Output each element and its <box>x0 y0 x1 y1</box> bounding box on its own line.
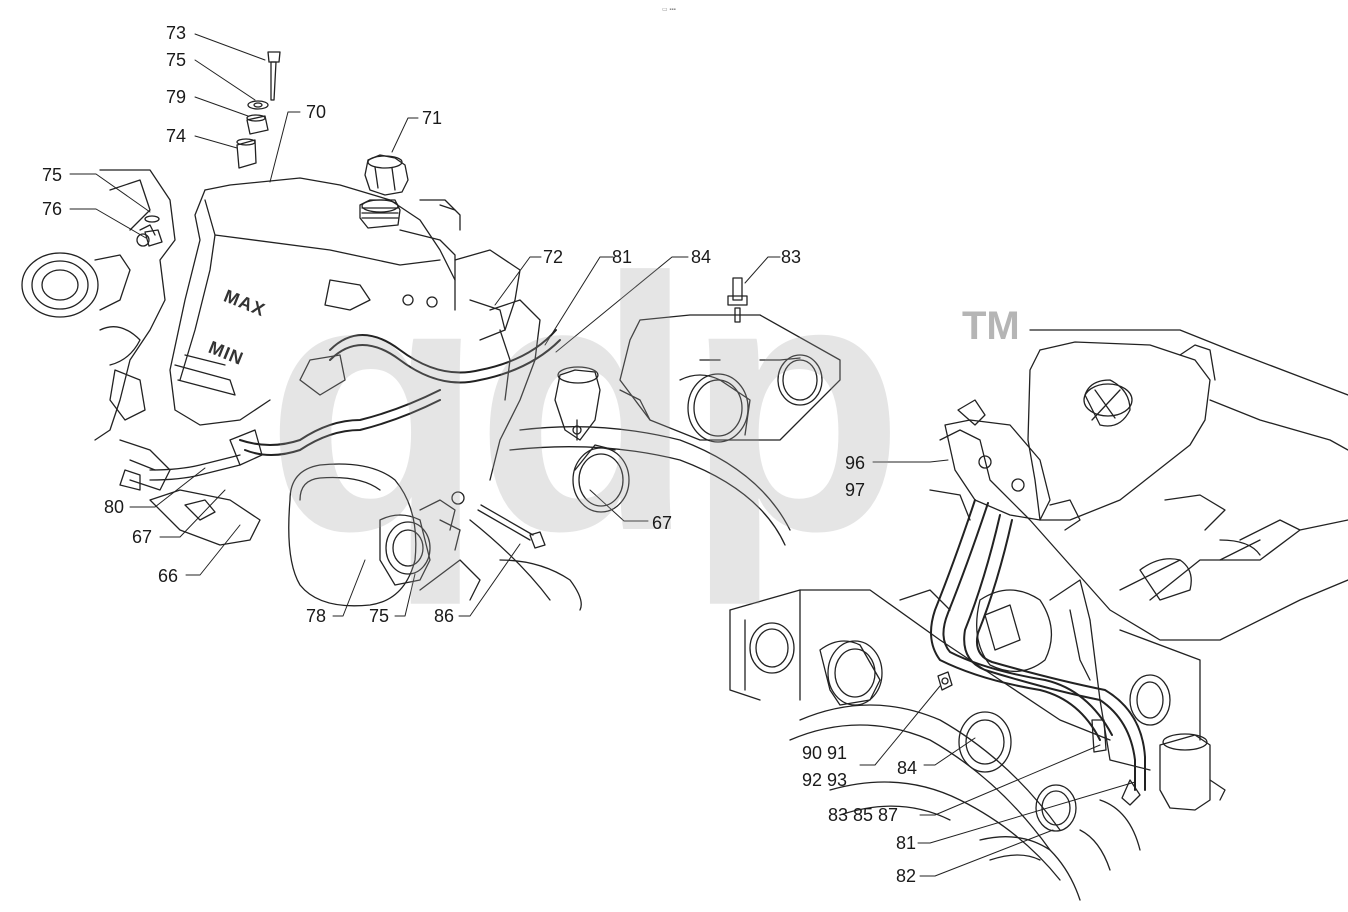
callout-96: 96 <box>845 453 866 473</box>
callout-81: 81 <box>612 247 633 267</box>
callout-81: 81 <box>896 833 917 853</box>
callout-73: 73 <box>166 23 187 43</box>
callout-83-85-87: 83 85 87 <box>828 805 899 825</box>
callout-75: 75 <box>42 165 63 185</box>
callout-74: 74 <box>166 126 187 146</box>
callout-75: 75 <box>166 50 187 70</box>
callout-80: 80 <box>104 497 125 517</box>
callout-83: 83 <box>781 247 802 267</box>
left-assembly <box>21 51 841 611</box>
callout-75: 75 <box>369 606 390 626</box>
callout-84: 84 <box>897 758 918 778</box>
callout-86: 86 <box>434 606 455 626</box>
watermark-trademark: TM <box>962 304 1020 348</box>
callout-66: 66 <box>158 566 179 586</box>
callout-97: 97 <box>845 480 866 500</box>
callout-72: 72 <box>543 247 564 267</box>
callout-79: 79 <box>166 87 187 107</box>
callout-71: 71 <box>422 108 443 128</box>
leader-lines <box>69 33 1136 877</box>
callout-82: 82 <box>896 866 917 886</box>
callout-67: 67 <box>652 513 673 533</box>
callout-78: 78 <box>306 606 327 626</box>
callout-92-93: 92 93 <box>802 770 848 790</box>
callout-90-91: 90 91 <box>802 743 848 763</box>
callout-67: 67 <box>132 527 153 547</box>
callout-76: 76 <box>42 199 63 219</box>
right-assembly <box>729 329 1348 901</box>
callout-70: 70 <box>306 102 327 122</box>
header-mark: ▭ ▪▪▪ <box>662 7 676 13</box>
callout-84: 84 <box>691 247 712 267</box>
